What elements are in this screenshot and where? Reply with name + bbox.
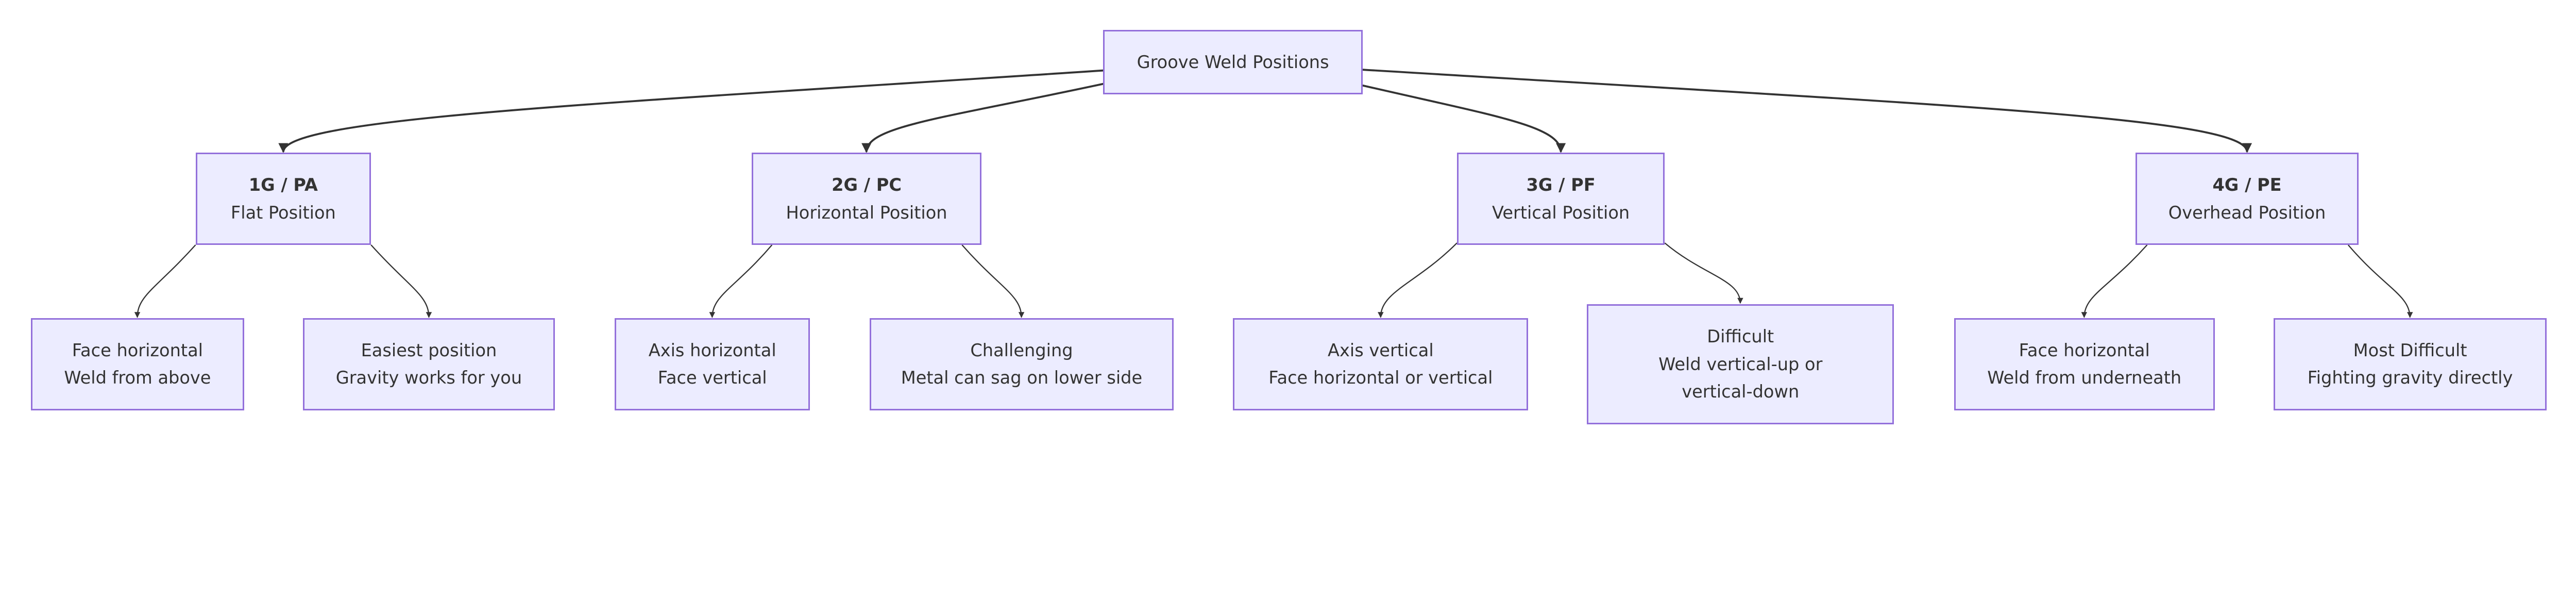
detail-line: Face vertical [657,368,767,388]
position-title: 3G / PF [1526,175,1596,195]
detail-line: Fighting gravity directly [2307,368,2513,388]
detail-line: Metal can sag on lower side [901,368,1143,388]
detail-line: Gravity works for you [335,368,522,388]
detail-line: Axis horizontal [648,340,776,360]
edge-2g-a [709,244,773,318]
detail-node: Easiest position Gravity works for you [303,318,555,410]
edge-3g-a [1378,242,1458,318]
detail-line: Axis vertical [1328,340,1434,360]
root-label: Groove Weld Positions [1137,52,1329,72]
detail-line: Weld from underneath [1987,368,2182,388]
detail-line: Easiest position [361,340,497,360]
detail-line: Most Difficult [2353,340,2467,360]
position-subtitle: Flat Position [230,202,336,223]
edge-1g-a [134,244,196,318]
detail-line: vertical-down [1682,382,1800,402]
position-title: 1G / PA [248,175,318,195]
detail-node: Axis horizontal Face vertical [614,318,810,410]
edge-root-2g [861,82,1104,153]
position-node-1g: 1G / PA Flat Position [195,153,371,245]
detail-line: Challenging [970,340,1073,360]
diagram-canvas: Groove Weld Positions 1G / PA Flat Posit… [30,30,2547,425]
detail-node: Difficult Weld vertical-up or vertical-d… [1587,304,1894,425]
position-subtitle: Vertical Position [1492,202,1630,223]
detail-line: Weld from above [64,368,211,388]
detail-line: Face horizontal or vertical [1268,368,1493,388]
detail-node: Face horizontal Weld from underneath [1954,318,2215,410]
edges-layer [134,69,2413,318]
edge-2g-b [961,244,1025,318]
edge-root-4g [1362,69,2252,153]
position-subtitle: Overhead Position [2168,202,2326,223]
edge-root-3g [1362,84,1566,153]
position-subtitle: Horizontal Position [786,202,947,223]
edge-root-1g [278,69,1104,153]
edge-3g-b [1664,242,1743,304]
detail-line: Face horizontal [72,340,203,360]
position-node-4g: 4G / PE Overhead Position [2135,153,2359,245]
detail-line: Face horizontal [2019,340,2150,360]
position-node-2g: 2G / PC Horizontal Position [752,153,981,245]
position-title: 4G / PE [2212,175,2282,195]
position-title: 2G / PC [832,175,902,195]
detail-node: Challenging Metal can sag on lower side [869,318,1174,410]
detail-line: Weld vertical-up or [1658,354,1823,374]
root-node: Groove Weld Positions [1103,30,1363,94]
edge-4g-a [2081,244,2148,318]
position-node-3g: 3G / PF Vertical Position [1457,153,1665,245]
detail-node: Face horizontal Weld from above [30,318,245,410]
edge-4g-b [2347,244,2413,318]
detail-line: Difficult [1707,326,1774,347]
detail-node: Axis vertical Face horizontal or vertica… [1233,318,1529,410]
edge-1g-b [370,244,432,318]
detail-node: Most Difficult Fighting gravity directly [2273,318,2547,410]
